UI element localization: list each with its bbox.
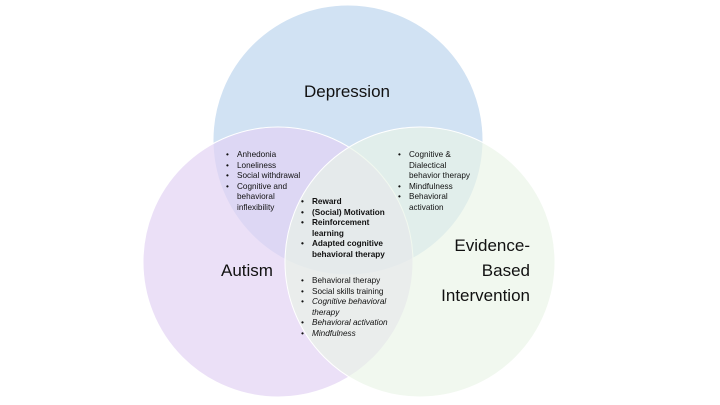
bullet-icon: • [301,207,304,217]
list-item-text: Social withdrawal [237,171,301,181]
center-list: • Reward • (Social) Motivation • Reinforcem… [301,197,401,261]
bullet-icon: • [226,150,229,159]
list-item-text: Adapted cognitive behavioral therapy [312,239,385,259]
list-item-text: Behavioral therapy [312,276,381,285]
bullet-icon: • [226,171,229,181]
bullet-icon: • [398,150,401,159]
bullet-icon: • [301,197,304,206]
ebi-label-line: Based [481,261,530,280]
bullet-icon: • [226,181,229,191]
list-item: • Adapted cognitive behavioral therapy [301,239,407,260]
autism-ebi-list: • Behavioral therapy • Social skills train… [301,276,411,340]
list-item: • Mindfulness [398,182,478,193]
list-item: • Mindfulness [301,329,411,340]
bullet-icon: • [398,192,401,202]
list-item-text: Cognitive & Dialectical behavior therapy [409,150,470,181]
bullet-icon: • [226,160,229,170]
list-item: • Behavioral therapy [301,276,411,287]
list-item: • Social skills training [301,287,411,298]
depression-label: Depression [304,82,390,101]
list-item-text: (Social) Motivation [312,207,385,217]
ebi-circle [284,126,556,398]
bullet-icon: • [398,181,401,191]
depression-ebi-list: • Cognitive & Dialectical behavior therap… [398,150,478,214]
list-item-text: Mindfulness [312,328,356,338]
list-item: • Behavioral activation [301,318,411,329]
ebi-label-line: Intervention [441,286,530,305]
bullet-icon: • [301,218,304,228]
bullet-icon: • [301,318,304,328]
list-item: • Loneliness [226,161,316,172]
list-item-text: Anhedonia [237,150,277,159]
bullet-icon: • [301,286,304,296]
bullet-icon: • [301,239,304,249]
ebi-label-line: Evidence- [454,236,530,255]
list-item: • Cognitive and behavioral inflexibility [226,182,297,214]
list-item: • Anhedonia [226,150,316,161]
list-item-text: Reinforcement learning [312,218,370,238]
list-item-text: Reward [312,197,342,206]
list-item: • Behavioral activation [398,192,457,213]
bullet-icon: • [301,276,304,285]
list-item: • Cognitive behavioral therapy [301,297,404,318]
autism-label: Autism [221,261,273,280]
depression-autism-list: • Anhedonia • Loneliness • Social withdrawa… [226,150,316,214]
list-item: • Social withdrawal [226,171,316,182]
bullet-icon: • [301,328,304,338]
list-item-text: Mindfulness [409,181,453,191]
list-item-text: Cognitive and behavioral inflexibility [237,181,288,212]
list-item: • Cognitive & Dialectical behavior therap… [398,150,475,182]
bullet-icon: • [301,297,304,307]
list-item-text: Behavioral activation [312,318,388,328]
list-item-text: Behavioral activation [409,192,448,212]
list-item: • Reward [301,197,401,208]
ebi-label: Evidence- Based Intervention [420,233,530,308]
list-item-text: Social skills training [312,286,384,296]
list-item-text: Loneliness [237,160,277,170]
list-item-text: Cognitive behavioral therapy [312,297,387,317]
list-item: • (Social) Motivation [301,208,401,219]
list-item: • Reinforcement learning [301,218,382,239]
